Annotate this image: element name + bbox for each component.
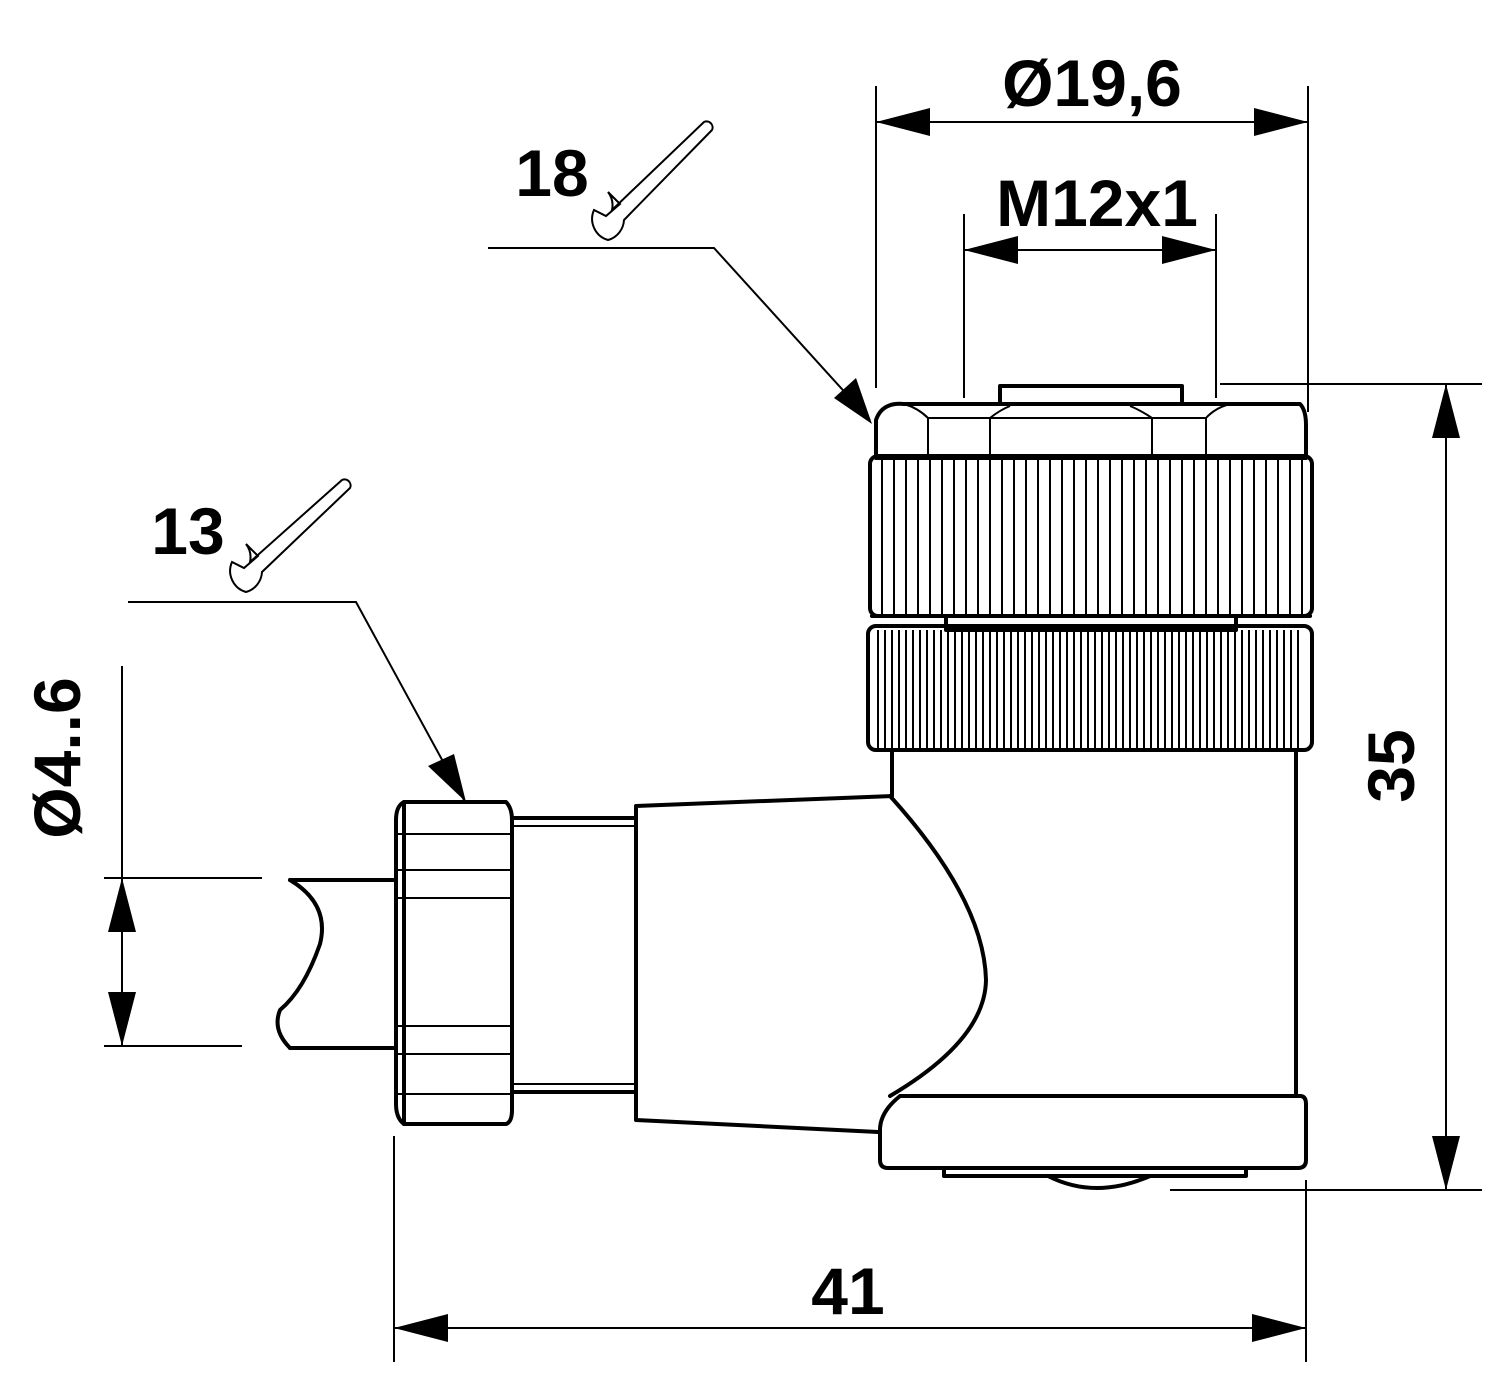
knurl-lower xyxy=(877,630,1299,748)
cable-diameter-label: Ø4..6 xyxy=(20,677,94,838)
thread-label: M12x1 xyxy=(996,166,1198,240)
wrench-size-18-label: 18 xyxy=(515,136,588,210)
connector-outline xyxy=(275,384,1314,1190)
width-label: 41 xyxy=(811,1254,884,1328)
wrench-icon xyxy=(591,120,714,242)
knurl-upper xyxy=(881,458,1303,614)
dimension-lines xyxy=(104,86,1482,1362)
height-label: 35 xyxy=(1354,729,1428,802)
wrench-icon xyxy=(229,478,352,594)
outer-diameter-label: Ø19,6 xyxy=(1002,46,1182,120)
wrench-size-13-label: 13 xyxy=(151,494,224,568)
